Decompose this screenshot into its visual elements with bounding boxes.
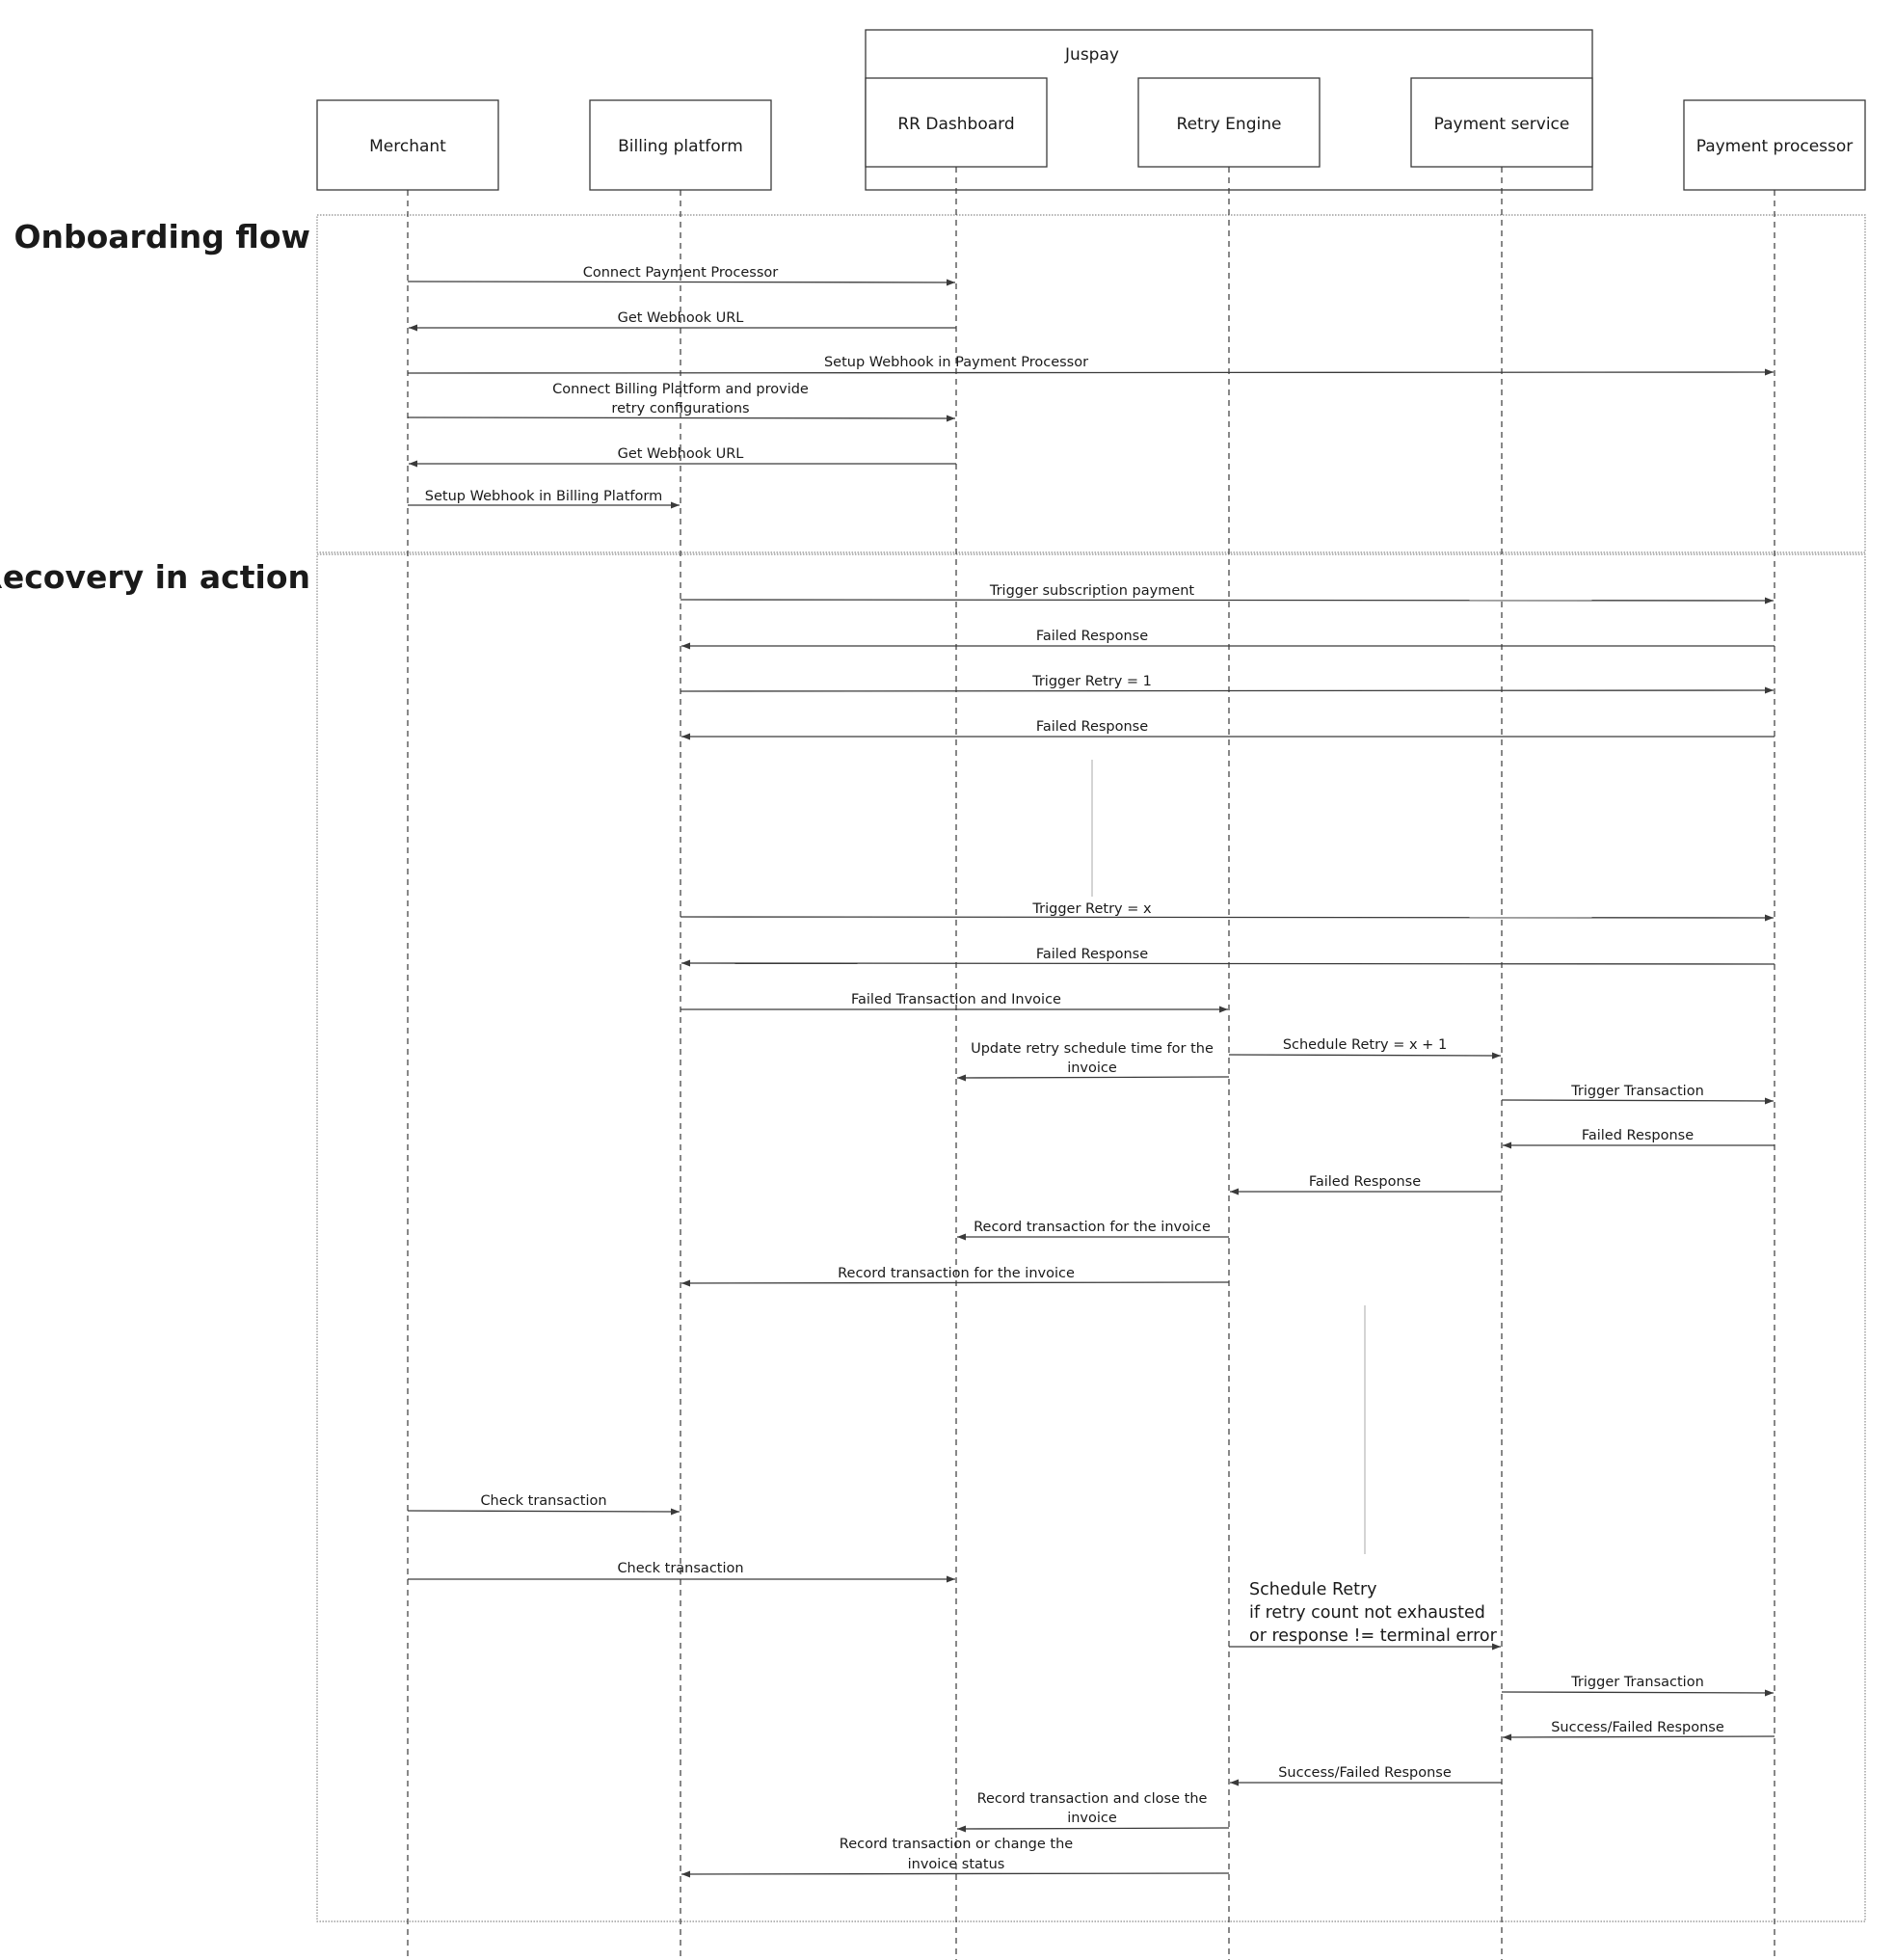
message-label: Failed Transaction and Invoice bbox=[851, 992, 1061, 1007]
message-label: Setup Webhook in Billing Platform bbox=[425, 489, 662, 504]
message-update-retry-schedule-time: Update retry schedule time for the invoi… bbox=[956, 1041, 1230, 1082]
actor-billing: Billing platform bbox=[589, 99, 772, 191]
message-failed-response: Failed Response bbox=[681, 947, 1775, 967]
message-label: invoice bbox=[1067, 1061, 1117, 1076]
message-failed-response: Failed Response bbox=[681, 719, 1775, 740]
actor-dashboard: RR Dashboard bbox=[865, 77, 1048, 168]
message-label: Trigger Retry = x bbox=[1031, 901, 1152, 917]
actor-payment: Payment service bbox=[1410, 77, 1593, 168]
message-label: Failed Response bbox=[1036, 947, 1148, 962]
message-label: Check transaction bbox=[617, 1561, 743, 1576]
message-connect-billing-platform: Connect Billing Platform and provide ret… bbox=[407, 382, 956, 422]
actor-processor: Payment processor bbox=[1683, 99, 1866, 191]
message-label: Failed Response bbox=[1309, 1174, 1421, 1190]
message-check-transaction: Check transaction bbox=[407, 1493, 681, 1516]
message-trigger-retry-x: Trigger Retry = x bbox=[680, 901, 1775, 922]
message-label: Trigger Retry = 1 bbox=[1031, 674, 1152, 689]
message-trigger-retry-1: Trigger Retry = 1 bbox=[680, 674, 1775, 694]
message-label: invoice status bbox=[908, 1857, 1005, 1872]
message-label: Update retry schedule time for the bbox=[971, 1041, 1214, 1057]
message-record-transaction-close-invoice: Record transaction and close the invoice bbox=[956, 1791, 1230, 1833]
message-label: Check transaction bbox=[480, 1493, 606, 1509]
message-label: Connect Payment Processor bbox=[583, 265, 779, 281]
actor-label-billing: Billing platform bbox=[618, 137, 743, 156]
schedule-retry-note: Schedule Retry if retry count not exhaus… bbox=[1249, 1580, 1498, 1646]
message-record-transaction-change-status: Record transaction or change the invoice… bbox=[681, 1837, 1230, 1878]
message-label: Connect Billing Platform and provide bbox=[552, 382, 809, 397]
message-label: Trigger Transaction bbox=[1570, 1675, 1704, 1690]
actor-label-retry: Retry Engine bbox=[1177, 115, 1282, 134]
message-schedule-retry-x-plus-1: Schedule Retry = x + 1 bbox=[1228, 1037, 1502, 1060]
message-label: Trigger subscription payment bbox=[989, 583, 1195, 599]
message-label: invoice bbox=[1067, 1811, 1117, 1826]
message-label: Schedule Retry = x + 1 bbox=[1283, 1037, 1447, 1053]
message-setup-webhook-billing-platform: Setup Webhook in Billing Platform bbox=[408, 489, 680, 509]
message-setup-webhook-payment-processor: Setup Webhook in Payment Processor bbox=[407, 355, 1775, 376]
juspay-group-label: Juspay bbox=[1064, 45, 1119, 65]
message-trigger-transaction: Trigger Transaction bbox=[1501, 1084, 1775, 1105]
message-failed-transaction-and-invoice: Failed Transaction and Invoice bbox=[681, 992, 1228, 1013]
recovery-section-frame bbox=[316, 553, 1866, 1922]
message-label: Failed Response bbox=[1036, 629, 1148, 644]
message-failed-response: Failed Response bbox=[1230, 1174, 1502, 1195]
message-trigger-subscription-payment: Trigger subscription payment bbox=[680, 583, 1775, 604]
actor-label-payment: Payment service bbox=[1434, 115, 1570, 134]
message-failed-response: Failed Response bbox=[681, 629, 1775, 650]
message-get-webhook-url: Get Webhook URL bbox=[409, 310, 956, 332]
message-label: Trigger Transaction bbox=[1570, 1084, 1704, 1099]
section-title-onboarding: Onboarding flow bbox=[13, 218, 310, 255]
message-record-transaction: Record transaction for the invoice bbox=[957, 1220, 1229, 1241]
actor-merchant: Merchant bbox=[316, 99, 499, 191]
message-label: Failed Response bbox=[1582, 1128, 1694, 1143]
section-title-recovery: Recovery in action bbox=[0, 558, 310, 596]
message-success-failed-response: Success/Failed Response bbox=[1502, 1720, 1775, 1741]
note-line: if retry count not exhausted bbox=[1249, 1603, 1485, 1623]
message-failed-response: Failed Response bbox=[1503, 1128, 1775, 1149]
message-record-transaction: Record transaction for the invoice bbox=[681, 1266, 1230, 1287]
message-label: Record transaction for the invoice bbox=[838, 1266, 1075, 1281]
message-label: Setup Webhook in Payment Processor bbox=[824, 355, 1088, 370]
message-label: Success/Failed Response bbox=[1278, 1765, 1452, 1781]
message-label: Failed Response bbox=[1036, 719, 1148, 735]
message-label: retry configurations bbox=[611, 401, 749, 416]
message-success-failed-response: Success/Failed Response bbox=[1230, 1765, 1502, 1786]
actor-label-processor: Payment processor bbox=[1696, 137, 1854, 156]
message-label: Record transaction and close the bbox=[977, 1791, 1208, 1807]
actor-label-merchant: Merchant bbox=[369, 137, 446, 156]
message-label: Get Webhook URL bbox=[618, 446, 744, 462]
note-line: or response != terminal error bbox=[1249, 1626, 1498, 1646]
message-label: Success/Failed Response bbox=[1551, 1720, 1724, 1735]
message-label: Record transaction for the invoice bbox=[974, 1220, 1211, 1235]
message-check-transaction: Check transaction bbox=[408, 1561, 955, 1583]
message-get-webhook-url: Get Webhook URL bbox=[409, 446, 956, 468]
actor-retry: Retry Engine bbox=[1137, 77, 1321, 168]
message-label: Record transaction or change the bbox=[840, 1837, 1074, 1852]
message-label: Get Webhook URL bbox=[618, 310, 744, 326]
note-line: Schedule Retry bbox=[1249, 1580, 1377, 1599]
message-connect-payment-processor: Connect Payment Processor bbox=[407, 265, 956, 286]
message-trigger-transaction: Trigger Transaction bbox=[1501, 1675, 1775, 1697]
actor-label-dashboard: RR Dashboard bbox=[897, 115, 1014, 134]
